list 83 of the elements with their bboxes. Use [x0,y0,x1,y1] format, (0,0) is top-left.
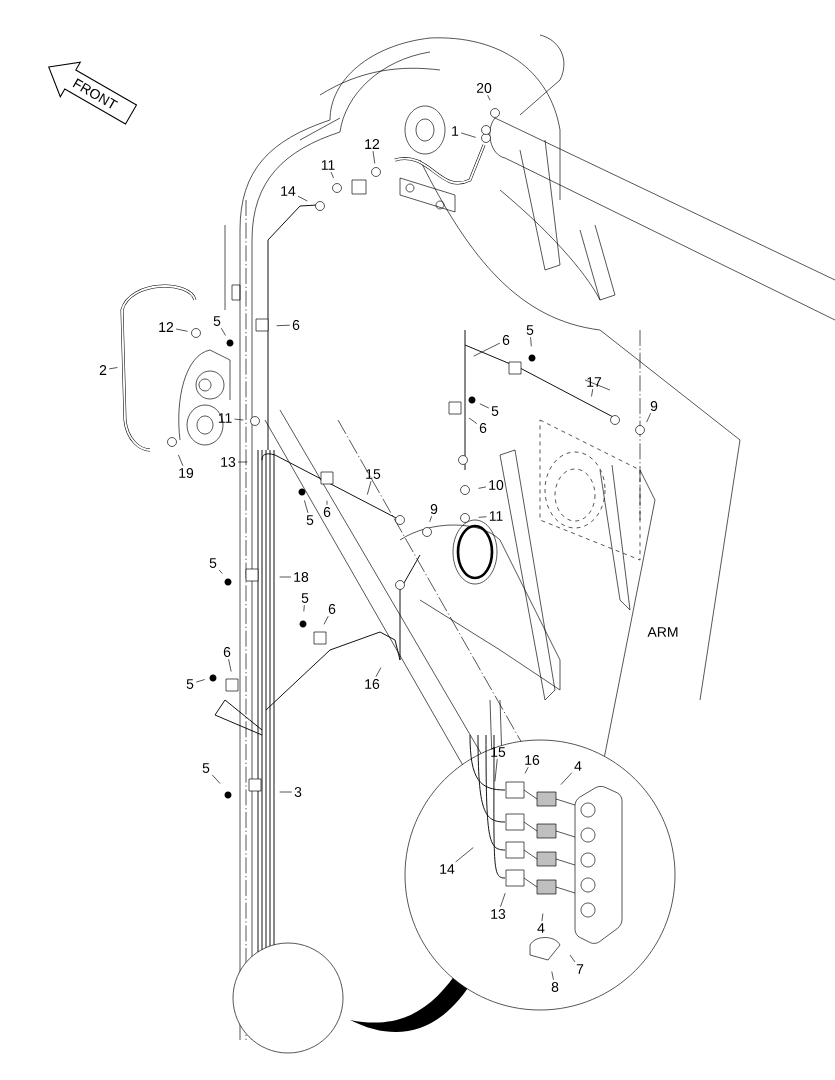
leader-line [330,171,334,179]
leader-line [551,971,554,981]
callout-number: 5 [202,763,210,773]
callout-number: 9 [650,401,658,411]
callout-number: 5 [209,558,217,568]
leader-line [279,791,293,793]
leader-line [304,500,309,514]
leader-line [500,892,506,908]
callout-number: 6 [292,320,300,330]
callout-number: 14 [440,864,455,874]
callout-number: 4 [537,923,545,933]
callout-number: 15 [366,469,381,479]
leader-line [646,412,652,423]
leader-line [468,417,478,424]
callout-number: 6 [479,423,487,433]
leader-line [494,758,498,782]
callout-number: 9 [430,504,438,514]
callout-number: 5 [186,679,194,689]
part-label: ARM [647,627,678,637]
callout-number: 10 [489,480,504,490]
callout-number: 6 [323,507,331,517]
leader-line [220,327,226,336]
callout-number: 7 [576,964,584,974]
callout-number: 11 [321,160,335,170]
leader-line [455,847,474,863]
leader-line [473,342,501,357]
leader-line [108,367,118,370]
leader-line [195,679,206,683]
callout-number: 6 [328,604,336,614]
callout-number: 12 [159,322,174,332]
leader-line [591,388,594,397]
callout-number: 5 [306,515,314,525]
leader-line [178,454,184,467]
callout-number: 5 [526,325,534,335]
callout-number: 1 [452,126,459,136]
leader-line [560,772,573,785]
leader-line [541,913,544,922]
callout-number: 4 [574,761,582,771]
callout-number: 13 [221,457,236,467]
callout-number: 6 [502,335,510,345]
callout-number: 5 [491,406,499,416]
callout-number: 8 [551,982,559,992]
callout-number: 2 [99,365,107,375]
leader-line [372,150,376,164]
callout-number: 17 [587,377,602,387]
callout-number: 5 [301,593,309,603]
leader-line [569,954,576,963]
leader-line [429,515,432,523]
leader-line [218,569,223,574]
leader-line [487,94,491,101]
callout-number: 15 [491,747,506,757]
leader-line [323,615,329,625]
leader-line [276,324,291,327]
leader-line [530,336,532,347]
leader-line [478,516,487,518]
leader-line [297,195,308,202]
callout-number: 13 [491,909,506,919]
callout-number: 14 [281,186,296,196]
leader-line [211,774,221,784]
leader-line [234,418,244,421]
leader-line [460,132,477,138]
leader-line [228,658,232,672]
callout-number: 5 [213,316,221,326]
callout-number: 3 [294,787,302,797]
callout-number: 16 [365,679,380,689]
callout-number: 19 [179,468,194,478]
callout-number: 11 [218,413,232,423]
leader-line [237,461,248,463]
callout-number: 18 [294,572,309,582]
callout-number: 12 [365,139,380,149]
callout-number: 6 [223,647,231,657]
leader-line [478,486,487,489]
leader-line [524,766,529,774]
leader-line [366,480,372,495]
leader-line [326,500,328,506]
leader-line [479,403,490,409]
leader-line [303,604,305,612]
callout-number: 16 [525,755,540,765]
callout-number: 11 [489,511,503,521]
leader-line [175,328,188,332]
leader-line [375,667,382,678]
leader-line [279,576,292,578]
callout-number: 20 [476,83,492,93]
